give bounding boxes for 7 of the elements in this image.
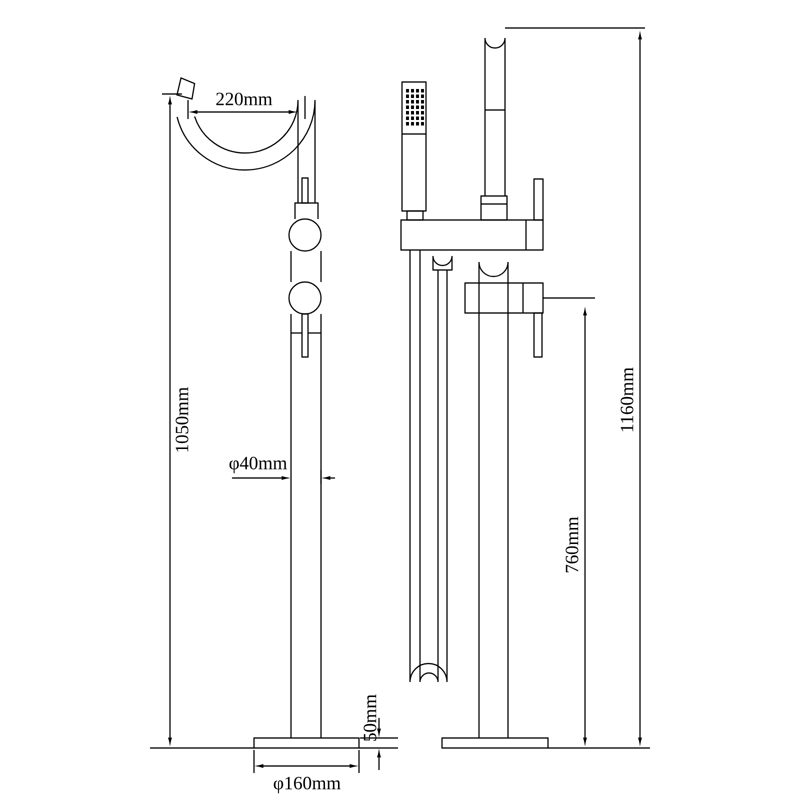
dimension-label: 1050mm: [176, 387, 188, 452]
dimension-label: φ40mm: [229, 456, 287, 474]
dimension-label: φ160mm: [274, 776, 341, 794]
dimension-label: 1160mm: [620, 367, 634, 432]
dimension-label: 760mm: [566, 516, 578, 572]
dimension-label: 50mm: [364, 694, 376, 741]
dimension-label: 220mm: [216, 92, 272, 106]
